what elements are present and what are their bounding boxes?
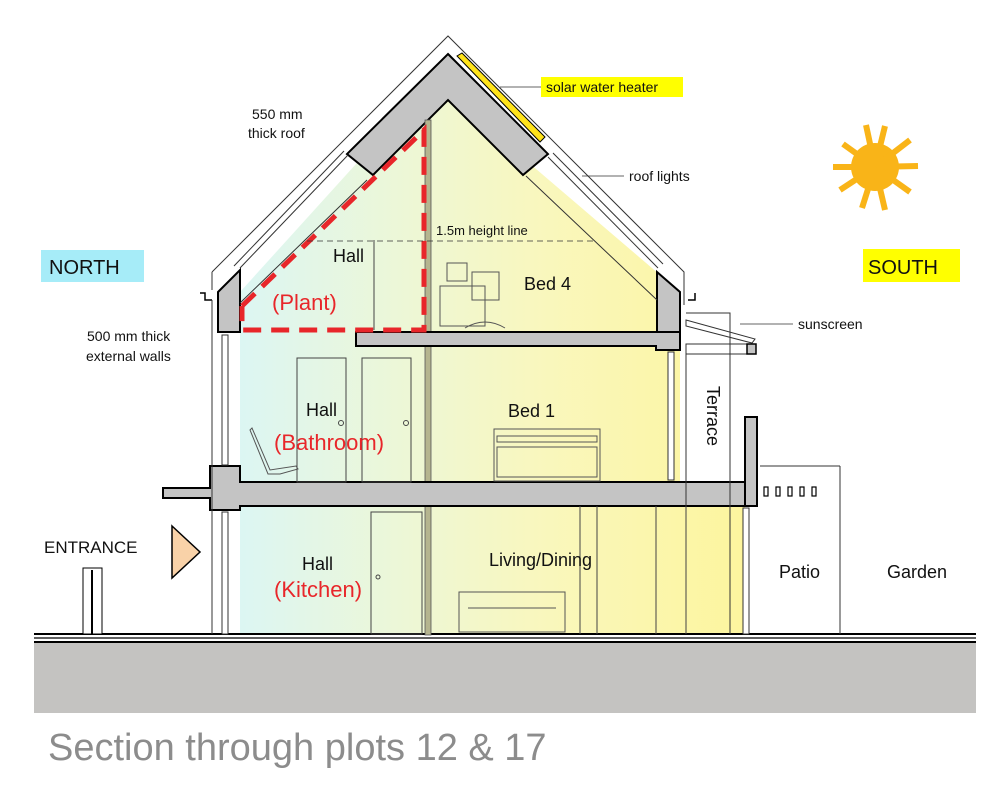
south-text: SOUTH <box>868 257 938 279</box>
floor-slabs <box>162 331 758 511</box>
balustrade <box>763 486 817 497</box>
sun-icon <box>833 124 919 211</box>
diagram-title: Section through plots 12 & 17 <box>48 727 547 769</box>
furniture <box>249 262 601 633</box>
ground <box>34 633 976 713</box>
central-partition <box>424 119 432 636</box>
room-terrace: Terrace <box>703 386 723 446</box>
solar-label: solar water heater <box>541 77 683 97</box>
north-text: NORTH <box>49 257 120 279</box>
entrance-post <box>82 567 103 635</box>
room-ground-hall: Hall <box>302 554 333 574</box>
room-bed4: Bed 4 <box>524 274 571 294</box>
svg-text:solar water heater: solar water heater <box>546 79 658 95</box>
room-bed1: Bed 1 <box>508 401 555 421</box>
room-patio: Patio <box>779 562 820 582</box>
roof-lights <box>233 150 664 304</box>
height-line-label: 1.5m height line <box>436 223 528 238</box>
external-walls <box>211 300 841 635</box>
roof-thickness-label-1: 550 mm <box>252 106 303 122</box>
sunscreen-label: sunscreen <box>798 316 863 332</box>
room-attic-plant: (Plant) <box>272 290 337 315</box>
roof-thickness-label-2: thick roof <box>248 125 305 141</box>
room-garden: Garden <box>887 562 947 582</box>
room-attic-hall: Hall <box>333 246 364 266</box>
sunscreen <box>685 312 757 634</box>
leader-lines <box>500 86 793 325</box>
roof-outline <box>211 35 685 305</box>
solar-water-heater <box>456 52 546 143</box>
walls-label-1: 500 mm thick <box>87 328 171 344</box>
plant-dashed-outline <box>239 124 427 333</box>
entrance-label: ENTRANCE <box>44 538 138 557</box>
roof-lights-label: roof lights <box>629 168 690 184</box>
north-label: NORTH <box>41 250 144 282</box>
room-first-hall: Hall <box>306 400 337 420</box>
entrance-arrow-icon <box>171 524 202 580</box>
south-label: SOUTH <box>863 249 960 282</box>
room-living-dining: Living/Dining <box>489 550 592 570</box>
doors <box>296 240 687 635</box>
walls-label-2: external walls <box>86 348 171 364</box>
room-ground-kitchen: (Kitchen) <box>274 577 362 602</box>
room-first-bathroom: (Bathroom) <box>274 430 384 455</box>
